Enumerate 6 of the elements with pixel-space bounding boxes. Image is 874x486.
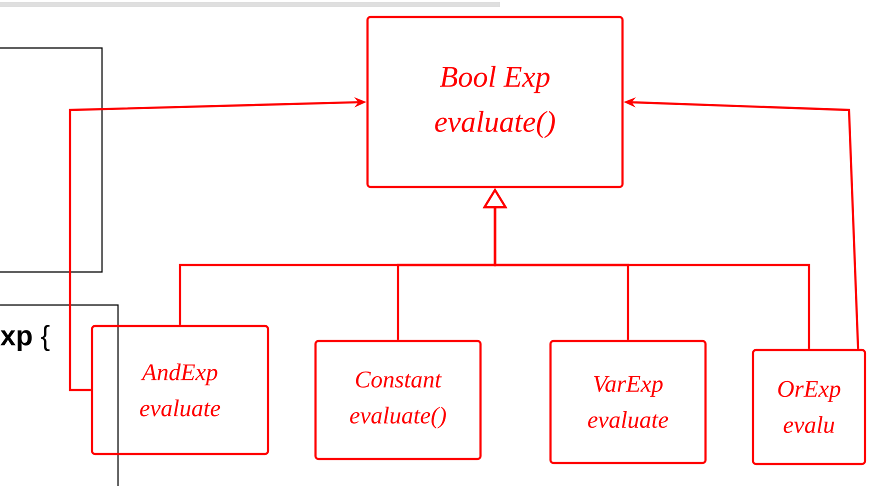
class-box: Constant evaluate(): [314, 340, 482, 460]
class-box: VarExp evaluate: [549, 340, 707, 464]
class-box: OrExp evalu: [752, 348, 866, 466]
code-text: xp {: [0, 324, 50, 352]
class-box: Bool Exp evaluate(): [366, 16, 624, 188]
class-box: AndExp evaluate: [90, 324, 270, 456]
